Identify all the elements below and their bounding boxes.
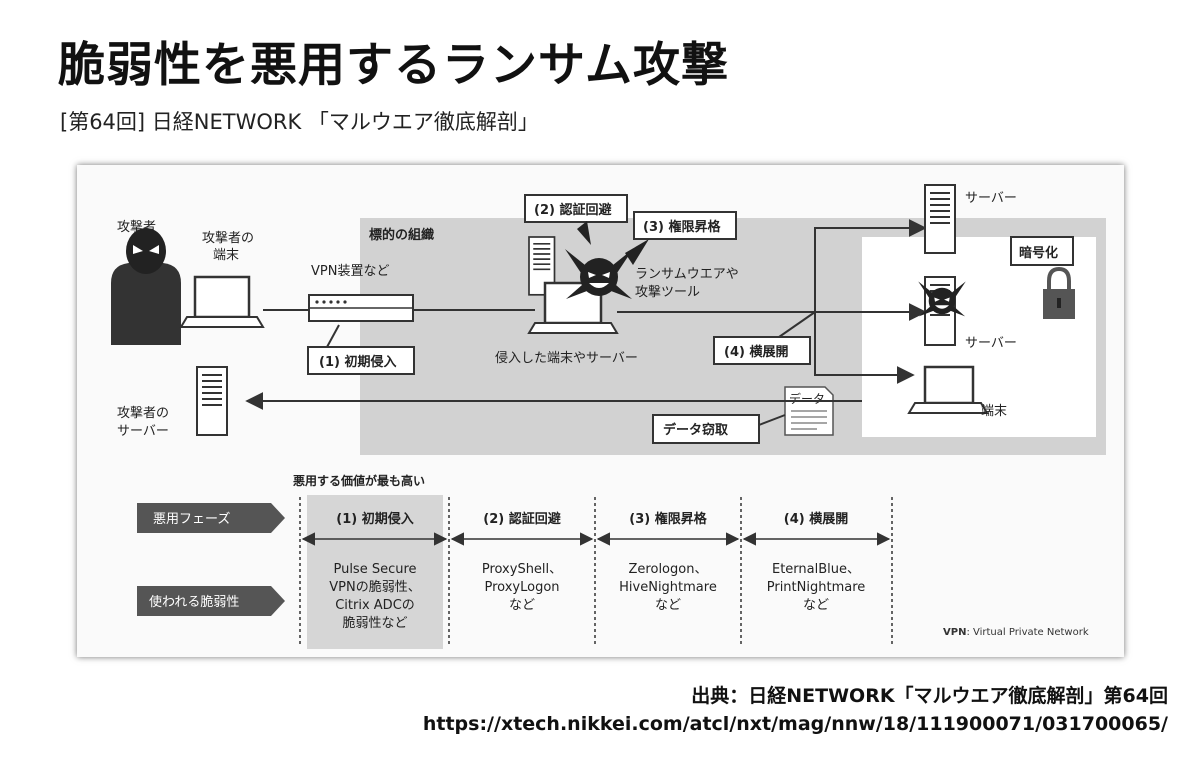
- attacker-server-label-1: 攻撃者の: [117, 405, 169, 421]
- col1-phase: (1) 初期侵入: [336, 511, 413, 527]
- step4-box: (4) 横展開: [713, 336, 811, 365]
- terminal-label: 端末: [981, 404, 1007, 419]
- attacker-server-icon: [196, 366, 228, 436]
- col4-phase: (4) 横展開: [784, 511, 848, 527]
- row-vuln-label: 使われる脆弱性: [149, 594, 239, 610]
- row-phase-label: 悪用フェーズ: [153, 511, 230, 527]
- padlock-icon: [1043, 266, 1075, 319]
- terminal-laptop-icon: [907, 365, 989, 414]
- attacker-server-label-2: サーバー: [117, 424, 169, 439]
- ransomware-tools-label-2: 攻撃ツール: [635, 284, 700, 300]
- data-document-icon: データ: [784, 386, 834, 436]
- page-subtitle: [第64回] 日経NETWORK 「マルウエア徹底解剖」: [60, 110, 539, 134]
- attacker-icon: [111, 228, 181, 345]
- attacker-terminal-label-2: 端末: [213, 248, 239, 263]
- highlight-column: [307, 495, 443, 649]
- step2-label: (2) 認証回避: [534, 202, 611, 218]
- col1-vuln-4: 脆弱性など: [342, 615, 407, 631]
- col3-vuln-1: Zerologon、: [629, 562, 708, 577]
- col2-vuln-3: など: [509, 598, 535, 613]
- col1-vuln-3: Citrix ADCの: [335, 598, 415, 613]
- server-mid-label: サーバー: [965, 336, 1017, 351]
- vpn-footnote: VPN: Virtual Private Network: [943, 627, 1089, 638]
- row-header-vuln: 使われる脆弱性: [137, 586, 285, 616]
- compromised-label: 侵入した端末やサーバー: [495, 350, 638, 366]
- step3-box: (3) 権限昇格: [633, 211, 737, 240]
- row-header-phase: 悪用フェーズ: [137, 503, 285, 533]
- target-org-label: 標的の組織: [369, 227, 434, 243]
- page-title: 脆弱性を悪用するランサム攻撃: [58, 38, 730, 93]
- attack-flow-figure: 標的の組織 攻撃者 攻撃者の 端末 VPN装置など (1) 初期侵入 (2) 認…: [77, 165, 1124, 657]
- data-theft-label: データ窃取: [663, 422, 729, 438]
- step1-label: (1) 初期侵入: [319, 354, 396, 370]
- source-url: https://xtech.nikkei.com/atcl/nxt/mag/nn…: [422, 713, 1168, 735]
- encryption-label: 暗号化: [1019, 245, 1058, 261]
- table-caption: 悪用する価値が最も高い: [293, 473, 425, 488]
- col2-vuln-2: ProxyLogon: [484, 580, 559, 595]
- encryption-box: 暗号化: [1010, 236, 1074, 266]
- server-top-label: サーバー: [965, 191, 1017, 206]
- step1-box: (1) 初期侵入: [307, 324, 415, 375]
- col3-vuln-3: など: [655, 598, 681, 613]
- attacker-terminal-label-1: 攻撃者の: [202, 230, 254, 246]
- col4-vuln-1: EternalBlue、: [772, 562, 860, 577]
- col4-vuln-2: PrintNightmare: [767, 580, 866, 595]
- col3-phase: (3) 権限昇格: [629, 511, 707, 527]
- step2-box: (2) 認証回避: [524, 194, 628, 223]
- col2-vuln-1: ProxyShell、: [482, 562, 562, 577]
- data-theft-box: データ窃取: [652, 414, 786, 444]
- col1-vuln-1: Pulse Secure: [333, 562, 416, 577]
- source-citation: 出典：日経NETWORK「マルウエア徹底解剖」第64回: [691, 685, 1168, 707]
- lateral-to-server-top-arrow: [814, 219, 927, 312]
- col2-phase: (2) 認証回避: [483, 511, 560, 527]
- col4-vuln-3: など: [803, 598, 829, 613]
- vpn-device-icon: [308, 294, 414, 322]
- vpn-footnote-abbr: VPN: [943, 627, 966, 638]
- attacker-laptop-icon: [179, 275, 265, 328]
- server-top-icon: [924, 184, 956, 254]
- col3-vuln-2: HiveNightmare: [619, 580, 717, 595]
- ransomware-tools-label-1: ランサムウエアや: [635, 267, 739, 282]
- col1-vuln-2: VPNの脆弱性、: [329, 579, 420, 595]
- vpn-footnote-text: : Virtual Private Network: [966, 627, 1088, 638]
- step4-label: (4) 横展開: [724, 344, 788, 360]
- step3-label: (3) 権限昇格: [643, 219, 721, 235]
- lateral-to-terminal-arrow: [814, 312, 915, 384]
- vpn-device-label: VPN装置など: [311, 264, 389, 279]
- data-document-label: データ: [789, 391, 825, 406]
